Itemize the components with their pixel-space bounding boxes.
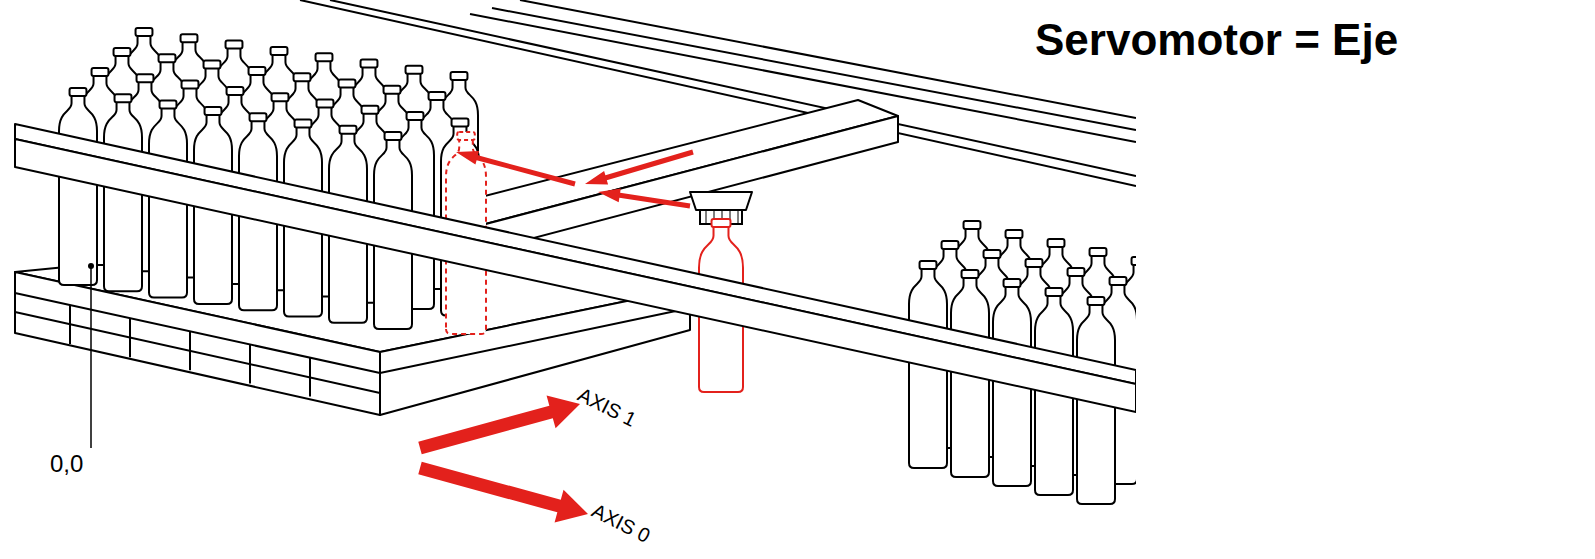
bottle-cap — [1088, 297, 1105, 305]
gripper-rib — [738, 211, 739, 223]
bottle — [59, 88, 97, 285]
scene — [15, 0, 1136, 522]
front-beam-front — [15, 139, 1136, 412]
bottle-cap — [1026, 259, 1043, 267]
bottle-cap — [452, 118, 469, 126]
axis-arrow — [418, 462, 588, 523]
motion-arrow — [598, 188, 690, 208]
bottle-cap — [361, 60, 378, 68]
bottle-cap — [316, 53, 333, 61]
bottle-cap — [271, 47, 288, 55]
gripper-head — [690, 192, 752, 210]
bottle-cap — [115, 94, 132, 102]
bottle-cap — [964, 221, 981, 229]
bottle-cap — [1004, 279, 1021, 287]
bottle-cap — [159, 54, 176, 62]
motion-arrow — [585, 150, 694, 185]
pallet-post — [189, 331, 191, 370]
bottle-cap — [385, 132, 402, 140]
bottle-cap — [317, 100, 334, 108]
bottle-body — [59, 95, 97, 285]
bottle-cap — [429, 92, 446, 100]
pallet-slat — [15, 293, 380, 373]
bottle-cap — [1046, 288, 1063, 296]
bottle-cap — [406, 66, 423, 74]
bottle-cap — [942, 241, 959, 249]
pallet-post — [69, 305, 71, 344]
pallet-slat — [380, 308, 690, 373]
bottle-cap — [137, 74, 154, 82]
bottle-cap — [340, 126, 357, 134]
pallet-post — [129, 318, 131, 357]
front-beam-top — [15, 124, 1136, 384]
bottle-cap — [362, 106, 379, 114]
bottle-cap — [70, 88, 87, 96]
axis-label: AXIS 0 — [589, 500, 654, 546]
bottle-cap — [249, 67, 266, 75]
motion-arrow — [456, 151, 576, 186]
gripper-rib — [706, 211, 707, 223]
bottle-cap — [1068, 268, 1085, 276]
bottle-cap — [227, 87, 244, 95]
bottle-cap — [1090, 248, 1107, 256]
bottle-cap — [451, 72, 468, 80]
bottle-cap — [1006, 230, 1023, 238]
bottle-cap — [182, 81, 199, 89]
bottle-cap — [920, 261, 937, 269]
bottle-cap — [962, 270, 979, 278]
bottle-body — [104, 101, 142, 291]
bottle-cap — [984, 250, 1001, 258]
pallet-post — [309, 358, 311, 397]
bottle-cap — [384, 86, 401, 94]
bottle-cap — [407, 112, 424, 120]
bottle-cap — [457, 132, 475, 140]
bottle-cap — [205, 107, 222, 115]
bottle-cap — [295, 120, 312, 128]
cross-beam-top — [415, 100, 898, 232]
bottle-cap — [226, 41, 243, 49]
bottle-cap — [136, 28, 153, 36]
title: Servomotor = Eje — [1035, 18, 1398, 62]
axis-label: AXIS 1 — [575, 384, 640, 430]
origin-dot — [88, 263, 94, 269]
bottle-cap — [339, 80, 356, 88]
bottle-cap — [1048, 239, 1065, 247]
bottle-cap — [92, 68, 109, 76]
origin-label: 0,0 — [50, 452, 83, 476]
bottle-cap — [114, 48, 131, 56]
bottle-cap — [250, 113, 267, 121]
bottle-cap — [1132, 257, 1136, 265]
bottle-cap — [272, 93, 289, 101]
leader-line — [90, 266, 92, 448]
axis-arrow — [418, 396, 580, 455]
bottle-cap — [712, 219, 731, 227]
pallet-post — [249, 344, 251, 383]
bottle-cap — [204, 61, 221, 69]
bottle-cap — [181, 34, 198, 42]
bottle-cap — [1110, 277, 1127, 285]
bottle-cap — [294, 73, 311, 81]
bottle-cap — [160, 101, 177, 109]
